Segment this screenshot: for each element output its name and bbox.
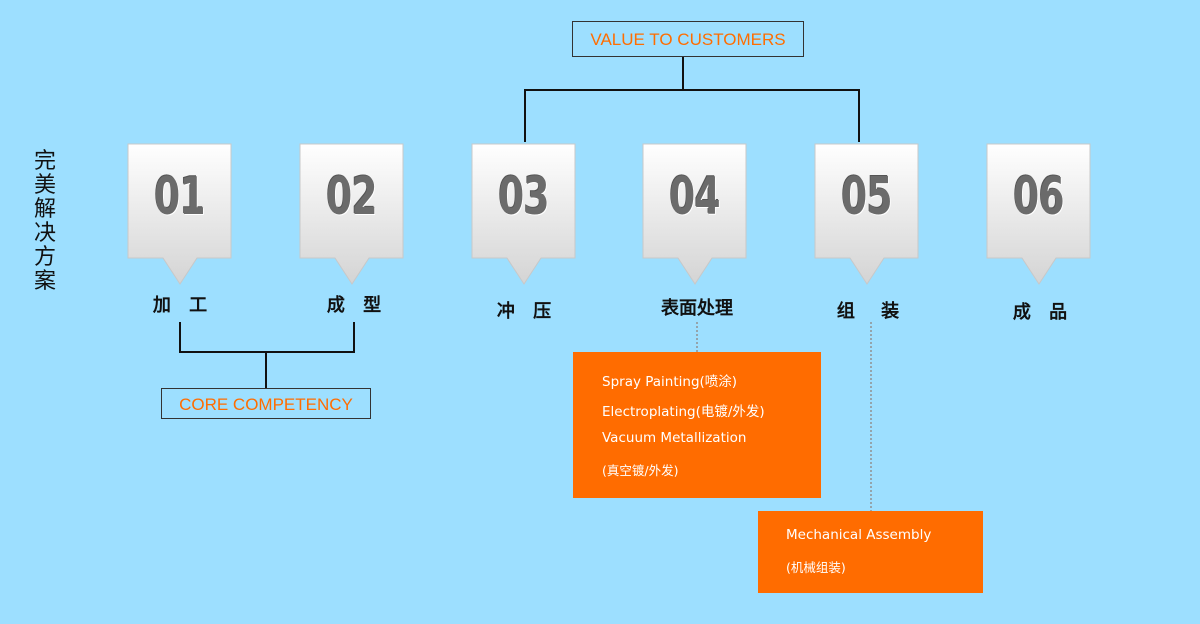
surface-treatment-note: Spray Painting(喷涂) Electroplating(电镀/外发)… (573, 352, 821, 498)
step-number: 06 (1013, 167, 1064, 227)
step-label-03: 冲 压 (496, 301, 552, 322)
note-line: Mechanical Assembly (786, 527, 932, 543)
step-number: 03 (498, 167, 549, 227)
step-card-05: 05 (814, 143, 919, 288)
step-label-05: 组 装 (836, 301, 900, 322)
card-shape (814, 143, 919, 285)
note-line: Vacuum Metallization (602, 430, 747, 446)
card-shape (471, 143, 576, 285)
value-to-customers-box: VALUE TO CUSTOMERS (572, 21, 804, 57)
note-line: Spray Painting(喷涂) (602, 374, 738, 390)
card-shape (127, 143, 232, 285)
step-number: 01 (154, 167, 205, 227)
note-line: (真空镀/外发) (602, 463, 679, 478)
step-number: 02 (326, 167, 377, 227)
card-shape (299, 143, 404, 285)
note-line: Electroplating(电镀/外发) (602, 404, 765, 420)
core-competency-box: CORE COMPETENCY (161, 388, 371, 419)
side-title: 完美解决方案 (33, 149, 56, 294)
assembly-note: Mechanical Assembly (机械组装) (758, 511, 983, 593)
step-number: 05 (841, 167, 892, 227)
step-card-01: 01 (127, 143, 232, 288)
note-line: (机械组装) (786, 560, 846, 575)
step-card-04: 04 (642, 143, 747, 288)
step-card-02: 02 (299, 143, 404, 288)
card-shape (986, 143, 1091, 285)
step-number: 04 (669, 167, 720, 227)
step-label-06: 成 品 (1012, 302, 1068, 323)
step-label-02: 成 型 (326, 295, 382, 316)
step-label-04: 表面处理 (661, 298, 733, 319)
step-card-06: 06 (986, 143, 1091, 288)
step-label-01: 加 工 (152, 295, 208, 316)
step-card-03: 03 (471, 143, 576, 288)
card-shape (642, 143, 747, 285)
